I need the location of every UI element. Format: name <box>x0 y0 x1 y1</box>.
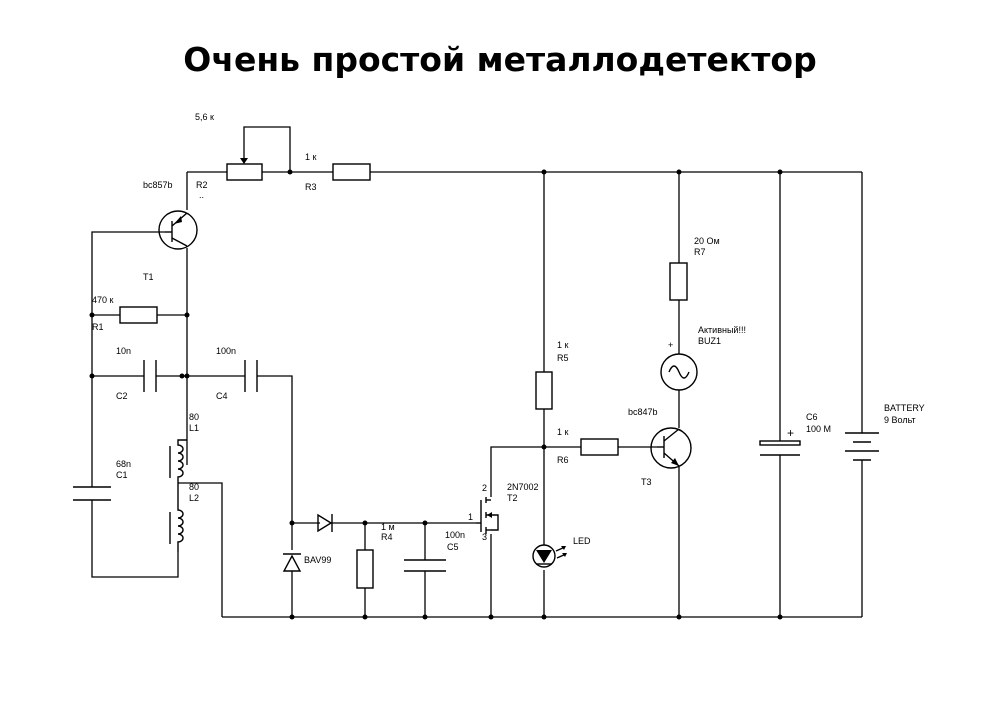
label-t2-pin3: 3 <box>482 532 487 542</box>
label-r2-value: 5,6 к <box>195 112 214 122</box>
capacitor-c4 <box>244 360 258 392</box>
label-c5-value: 100n <box>445 530 465 540</box>
capacitor-c2 <box>143 360 157 392</box>
label-buz1-polarity: + <box>668 340 673 350</box>
resistor-r3 <box>332 163 371 181</box>
label-l2-ref: L2 <box>189 493 199 503</box>
resistor-r7 <box>669 262 688 301</box>
label-r1-value: 470 к <box>92 295 114 305</box>
resistor-r1 <box>119 306 158 324</box>
label-t2-type: 2N7002 <box>507 482 539 492</box>
label-battery-ref: BATTERY <box>884 403 925 413</box>
label-r4-ref: R4 <box>381 532 393 542</box>
label-r3-value: 1 к <box>305 152 317 162</box>
label-t1-type: bc857b <box>143 180 173 190</box>
label-battery-value: 9 Вольт <box>884 415 916 425</box>
battery <box>845 432 879 461</box>
label-r2-ref: R2 <box>196 180 208 190</box>
capacitor-c5 <box>404 559 446 572</box>
label-l1-ref: L1 <box>189 423 199 433</box>
junction-dots <box>89 169 783 620</box>
label-r6-ref: R6 <box>557 455 569 465</box>
diode-d1 <box>282 553 302 572</box>
diode-d2 <box>317 513 333 533</box>
wires <box>91 126 863 618</box>
inductor-l2 <box>169 483 184 552</box>
label-r4-value: 1 м <box>381 522 395 532</box>
label-c6-polarity: + <box>787 426 794 440</box>
label-buz1-ref: BUZ1 <box>698 336 721 346</box>
label-r3-ref: R3 <box>305 182 317 192</box>
label-r5-ref: R5 <box>557 353 569 363</box>
label-t2-ref: T2 <box>507 493 518 503</box>
resistor-r4 <box>356 549 374 589</box>
label-t1-ref: T1 <box>143 272 154 282</box>
resistor-r5 <box>535 371 553 410</box>
label-c6-ref: C6 <box>806 412 818 422</box>
label-d1-type: BAV99 <box>304 555 331 565</box>
resistor-r2 <box>226 158 263 181</box>
label-c6-value: 100 М <box>806 424 831 434</box>
label-r7-value: 20 Ом <box>694 236 720 246</box>
label-r6-value: 1 к <box>557 427 569 437</box>
label-c2-value: 10n <box>116 346 131 356</box>
buzzer-buz1 <box>660 353 698 391</box>
label-l1-value: 80 <box>189 412 199 422</box>
label-buz1-note: Активный!!! <box>698 325 746 335</box>
transistor-t3 <box>650 427 692 469</box>
capacitor-c1 <box>73 486 111 501</box>
label-t2-pin1: 1 <box>468 512 473 522</box>
capacitor-c6 <box>759 440 801 456</box>
label-r7-ref: R7 <box>694 247 706 257</box>
label-c4-ref: C4 <box>216 391 228 401</box>
label-t3-ref: T3 <box>641 477 652 487</box>
label-t3-type: bc847b <box>628 407 658 417</box>
inductor-l1 <box>169 439 187 483</box>
labels: 5,6 к R2 .. 1 к R3 bc857b T1 470 к R1 10… <box>92 112 925 565</box>
label-c4-value: 100n <box>216 346 236 356</box>
transistor-t1 <box>158 210 198 250</box>
label-l2-value: 80 <box>189 482 199 492</box>
label-led: LED <box>573 536 591 546</box>
transistor-t2 <box>476 497 499 534</box>
page-title: Очень простой металлодетектор <box>183 40 817 79</box>
label-c1-ref: C1 <box>116 470 128 480</box>
label-r1-ref: R1 <box>92 322 104 332</box>
label-c2-ref: C2 <box>116 391 128 401</box>
label-t2-pin2: 2 <box>482 483 487 493</box>
resistor-r6 <box>580 438 619 456</box>
led-diode <box>532 544 567 568</box>
label-r2-sub: .. <box>199 190 204 200</box>
label-c1-value: 68n <box>116 459 131 469</box>
label-r5-value: 1 к <box>557 340 569 350</box>
label-c5-ref: C5 <box>447 542 459 552</box>
